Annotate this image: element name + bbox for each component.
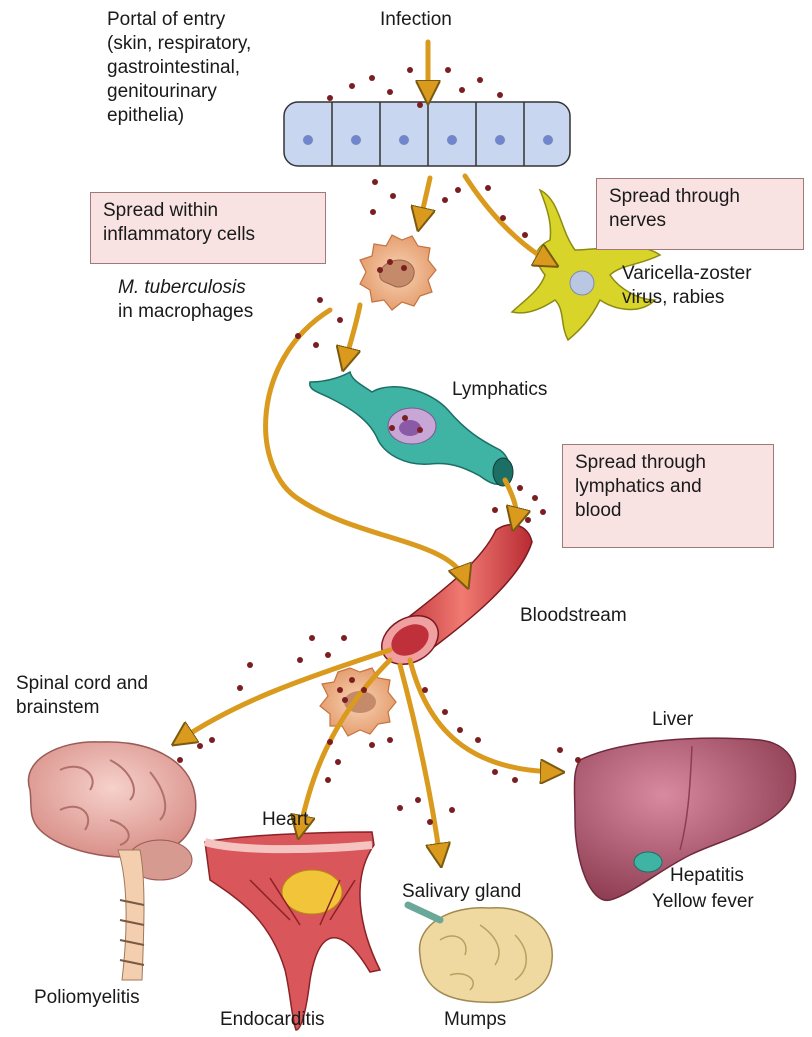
arrow-to-liver [410,660,555,772]
macrophage-bottom [320,668,396,736]
label-endocarditis: Endocarditis [220,1008,325,1032]
label-lymphatics: Lymphatics [452,378,547,402]
callout-spread-inflammatory: Spread within inflammatory cells [90,192,326,264]
heart [205,832,380,1030]
label-bloodstream: Bloodstream [520,604,627,628]
arrow-to-neuron [465,176,550,262]
blood-vessel [373,525,532,674]
salivary-gland [408,905,552,1002]
arrow-to-lymphatics [345,305,360,362]
label-spinal-cord: Spinal cord and brainstem [16,672,148,720]
label-m-tuberculosis: M. tuberculosis in macrophages [118,276,253,324]
label-hepatitis: Hepatitis [670,864,744,888]
label-portal-of-entry: Portal of entry (skin, respiratory, gast… [107,8,251,128]
label-varicella: Varicella-zoster virus, rabies [622,262,752,310]
callout-spread-nerves: Spread through nerves [596,178,804,250]
label-yellow-fever: Yellow fever [652,890,754,914]
macrophage-top [360,235,436,310]
label-salivary-gland: Salivary gland [402,880,521,904]
epithelium-layer [284,102,570,166]
arrow-lymph-to-blood [505,480,516,522]
label-poliomyelitis: Poliomyelitis [34,986,140,1010]
arrow-to-macrophage [420,178,430,222]
label-heart: Heart [262,808,308,832]
label-infection: Infection [380,8,452,32]
label-liver: Liver [652,708,693,732]
brain [28,742,195,980]
callout-spread-lymph-blood: Spread through lymphatics and blood [562,444,774,548]
label-mumps: Mumps [444,1008,506,1032]
